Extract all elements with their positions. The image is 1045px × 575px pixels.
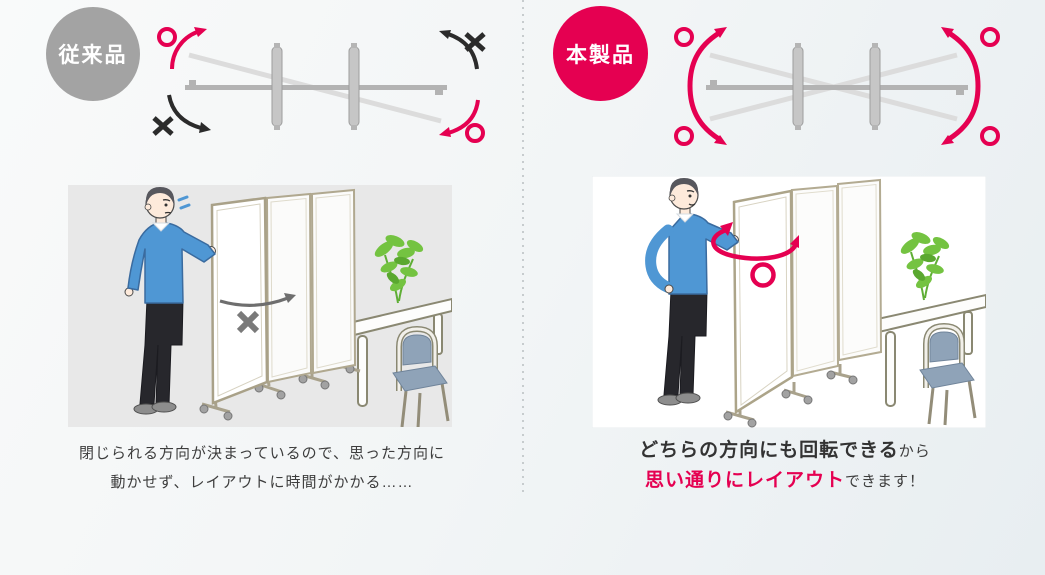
product-caption: どちらの方向にも回転できるから 思い通りにレイアウトできます！ <box>556 436 1014 496</box>
sweat-drops-icon <box>177 195 191 210</box>
caption-accent-text: 思い通りにレイアウト <box>644 470 845 491</box>
caption-line: 閉じられる方向が決まっているので、思った方向に <box>78 445 446 462</box>
caption-strong-text: どちらの方向にも回転できる <box>639 440 899 461</box>
plant <box>374 235 424 304</box>
rotation-diagram-conventional <box>152 27 486 143</box>
conventional-illustration <box>68 185 452 427</box>
badge-label: 従来品 <box>58 44 128 67</box>
caption-text: から <box>898 443 931 460</box>
ok-circle-icon <box>750 262 776 288</box>
dotted-divider <box>522 0 524 492</box>
partition-panels <box>723 178 883 428</box>
man-figure <box>124 187 216 415</box>
badge-label: 本製品 <box>566 43 635 67</box>
rotation-diagram-product <box>674 27 1000 146</box>
chair <box>392 325 450 427</box>
caption-line: 動かせず、レイアウトに時間がかかる…… <box>110 474 414 491</box>
cross-icon <box>236 310 260 334</box>
product-illustration <box>592 176 986 428</box>
ok-rotation-arrow-top-left <box>157 27 207 70</box>
ng-rotation-arrow-top-right <box>439 30 486 70</box>
conventional-caption: 閉じられる方向が決まっているので、思った方向に 動かせず、レイアウトに時間がかか… <box>30 439 494 497</box>
partition-top-view <box>706 43 968 130</box>
rotate-any-direction-icon <box>711 222 799 288</box>
ok-rotation-arrow-left <box>674 27 727 146</box>
ok-rotation-arrow-bottom-right <box>439 99 485 143</box>
ok-rotation-arrow-right <box>941 27 1000 146</box>
partition-top-view <box>185 43 447 130</box>
ng-rotation-arrow-bottom-left <box>152 94 211 136</box>
table <box>862 293 986 407</box>
partition-panels <box>199 188 361 421</box>
blocked-direction-icon <box>219 293 296 334</box>
this-product-badge: 本製品 <box>553 6 648 101</box>
conventional-product-badge: 従来品 <box>46 7 140 101</box>
caption-text: できます！ <box>845 473 926 490</box>
chair <box>919 322 977 426</box>
plant <box>900 232 950 301</box>
